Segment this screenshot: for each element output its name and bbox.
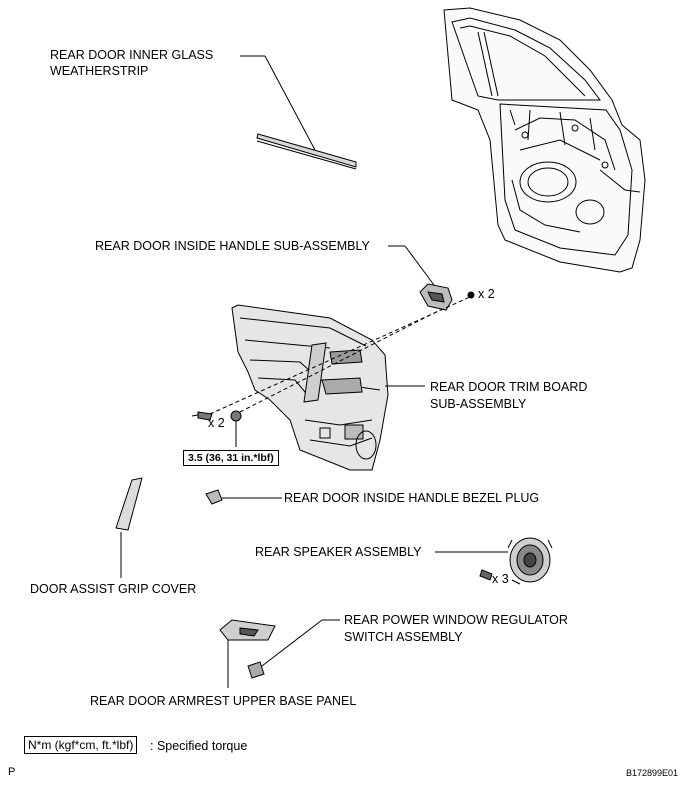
rear-door-frame xyxy=(443,7,646,273)
trim-clip xyxy=(191,411,213,421)
trim-board-label-1: REAR DOOR TRIM BOARD xyxy=(430,380,588,394)
trim-board-part xyxy=(231,304,389,471)
assist-grip-cover-part xyxy=(115,477,143,531)
footer-left-code: P xyxy=(8,766,16,778)
armrest-panel-label: REAR DOOR ARMREST UPPER BASE PANEL xyxy=(90,694,357,708)
inner-glass-weatherstrip-label-2: WEATHERSTRIP xyxy=(50,64,149,78)
window-switch-part xyxy=(247,661,265,679)
window-switch-label-2: SWITCH ASSEMBLY xyxy=(344,630,463,644)
speaker-label: REAR SPEAKER ASSEMBLY xyxy=(255,545,422,559)
inside-handle-part xyxy=(419,283,453,311)
armrest-panel-part xyxy=(219,619,276,641)
trim-screw xyxy=(230,410,242,447)
window-switch-label-1: REAR POWER WINDOW REGULATOR xyxy=(344,613,568,627)
bezel-plug-part xyxy=(205,489,223,505)
grip-cover-label: DOOR ASSIST GRIP COVER xyxy=(30,582,197,596)
inner-glass-weatherstrip-part xyxy=(256,133,357,170)
speaker-part xyxy=(507,537,553,585)
trim-screw-torque: 3.5 (36, 31 in.*lbf) xyxy=(183,450,279,466)
speaker-bolt xyxy=(479,569,493,581)
torque-legend-text: : Specified torque xyxy=(150,739,248,753)
inner-glass-weatherstrip-label-1: REAR DOOR INNER GLASS xyxy=(50,48,214,62)
inside-handle-label: REAR DOOR INSIDE HANDLE SUB-ASSEMBLY xyxy=(95,239,370,253)
trim-clip-qty: x 2 xyxy=(208,416,225,430)
bezel-plug-label: REAR DOOR INSIDE HANDLE BEZEL PLUG xyxy=(284,491,540,505)
handle-screw-qty: x 2 xyxy=(478,287,495,301)
figure-id: B172899E01 xyxy=(626,768,679,778)
torque-legend-box: N*m (kgf*cm, ft.*lbf) xyxy=(24,736,138,754)
speaker-bolt-qty: x 3 xyxy=(492,572,509,586)
trim-board-label-2: SUB-ASSEMBLY xyxy=(430,397,527,411)
